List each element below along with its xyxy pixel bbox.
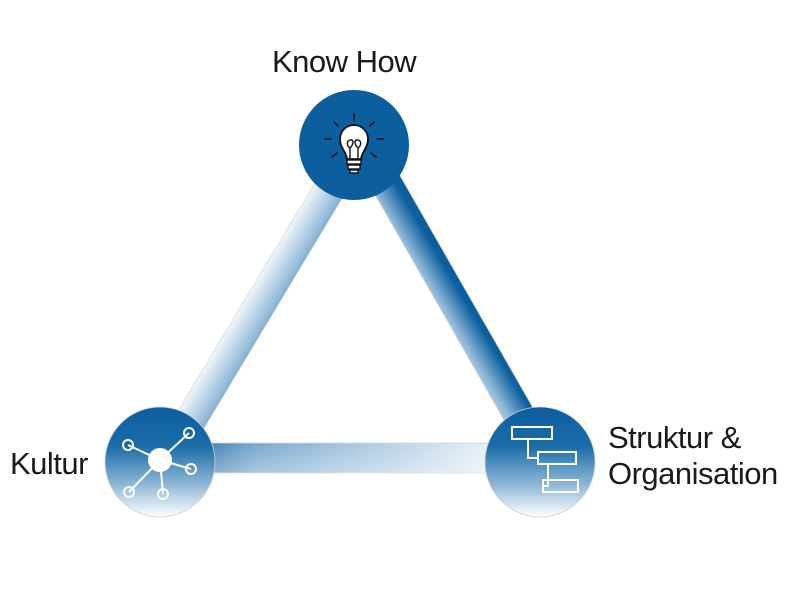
node-label-struktur-line2: Organisation (608, 456, 778, 491)
node-label-struktur-line1: Struktur & (608, 420, 741, 455)
hierarchy-blocks-icon (511, 426, 579, 493)
node-kultur (104, 406, 216, 518)
node-label-kultur: Kultur (10, 446, 88, 481)
node-know-how (299, 90, 409, 200)
edge-know-how-kultur (174, 177, 347, 431)
network-hub-icon (122, 427, 197, 500)
edge-know-how-struktur (369, 171, 541, 435)
node-label-struktur: Struktur & Organisation (608, 420, 778, 492)
node-struktur (484, 406, 596, 518)
edge-kultur-struktur (157, 442, 539, 474)
edges (157, 171, 541, 474)
node-label-know-how: Know How (272, 44, 417, 79)
lightbulb-icon (324, 113, 384, 174)
